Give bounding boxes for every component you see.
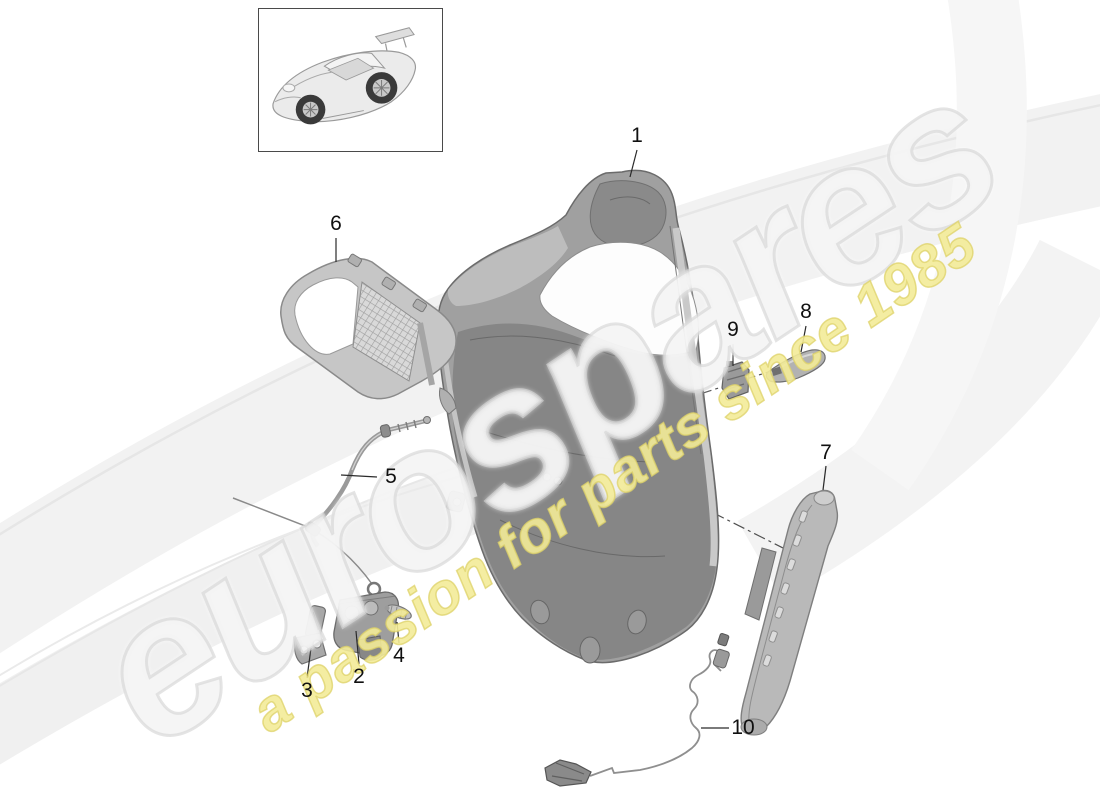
porsche-911-car-icon [272, 27, 417, 125]
part-2-lock-mechanism[interactable] [333, 581, 400, 661]
callout-label-1[interactable]: 1 [631, 124, 643, 147]
leader-line-2 [355, 630, 360, 665]
part-1-backrest-shell[interactable] [437, 169, 720, 664]
leader-line-7 [822, 465, 827, 491]
leader-line-5 [340, 474, 378, 478]
part-4-spring-pin[interactable] [384, 602, 414, 622]
part-7-side-trim-panel[interactable] [740, 489, 839, 736]
part-10-release-cable[interactable] [544, 633, 730, 787]
vehicle-thumbnail [258, 8, 443, 152]
callout-label-6[interactable]: 6 [330, 212, 342, 235]
part-3-bracket[interactable] [293, 605, 327, 665]
leader-line-4 [396, 621, 400, 644]
callout-label-9[interactable]: 9 [727, 318, 739, 341]
part-8-curved-bracket[interactable] [765, 349, 826, 383]
callout-label-10[interactable]: 10 [731, 716, 755, 739]
callout-label-8[interactable]: 8 [800, 300, 812, 323]
callout-label-3[interactable]: 3 [301, 679, 313, 702]
leader-line-1 [629, 149, 638, 178]
part-5-release-rod[interactable] [232, 416, 431, 585]
leader-line-3 [306, 647, 312, 679]
part-9-mounting-bracket[interactable] [721, 361, 750, 400]
part-6-backrest-frame-net[interactable] [280, 253, 457, 415]
callout-label-2[interactable]: 2 [353, 665, 365, 688]
alignment-dash-line-c [671, 491, 790, 552]
callout-label-7[interactable]: 7 [820, 441, 832, 464]
callout-label-5[interactable]: 5 [385, 465, 397, 488]
leader-line-8 [800, 325, 807, 353]
callout-label-4[interactable]: 4 [393, 644, 405, 667]
